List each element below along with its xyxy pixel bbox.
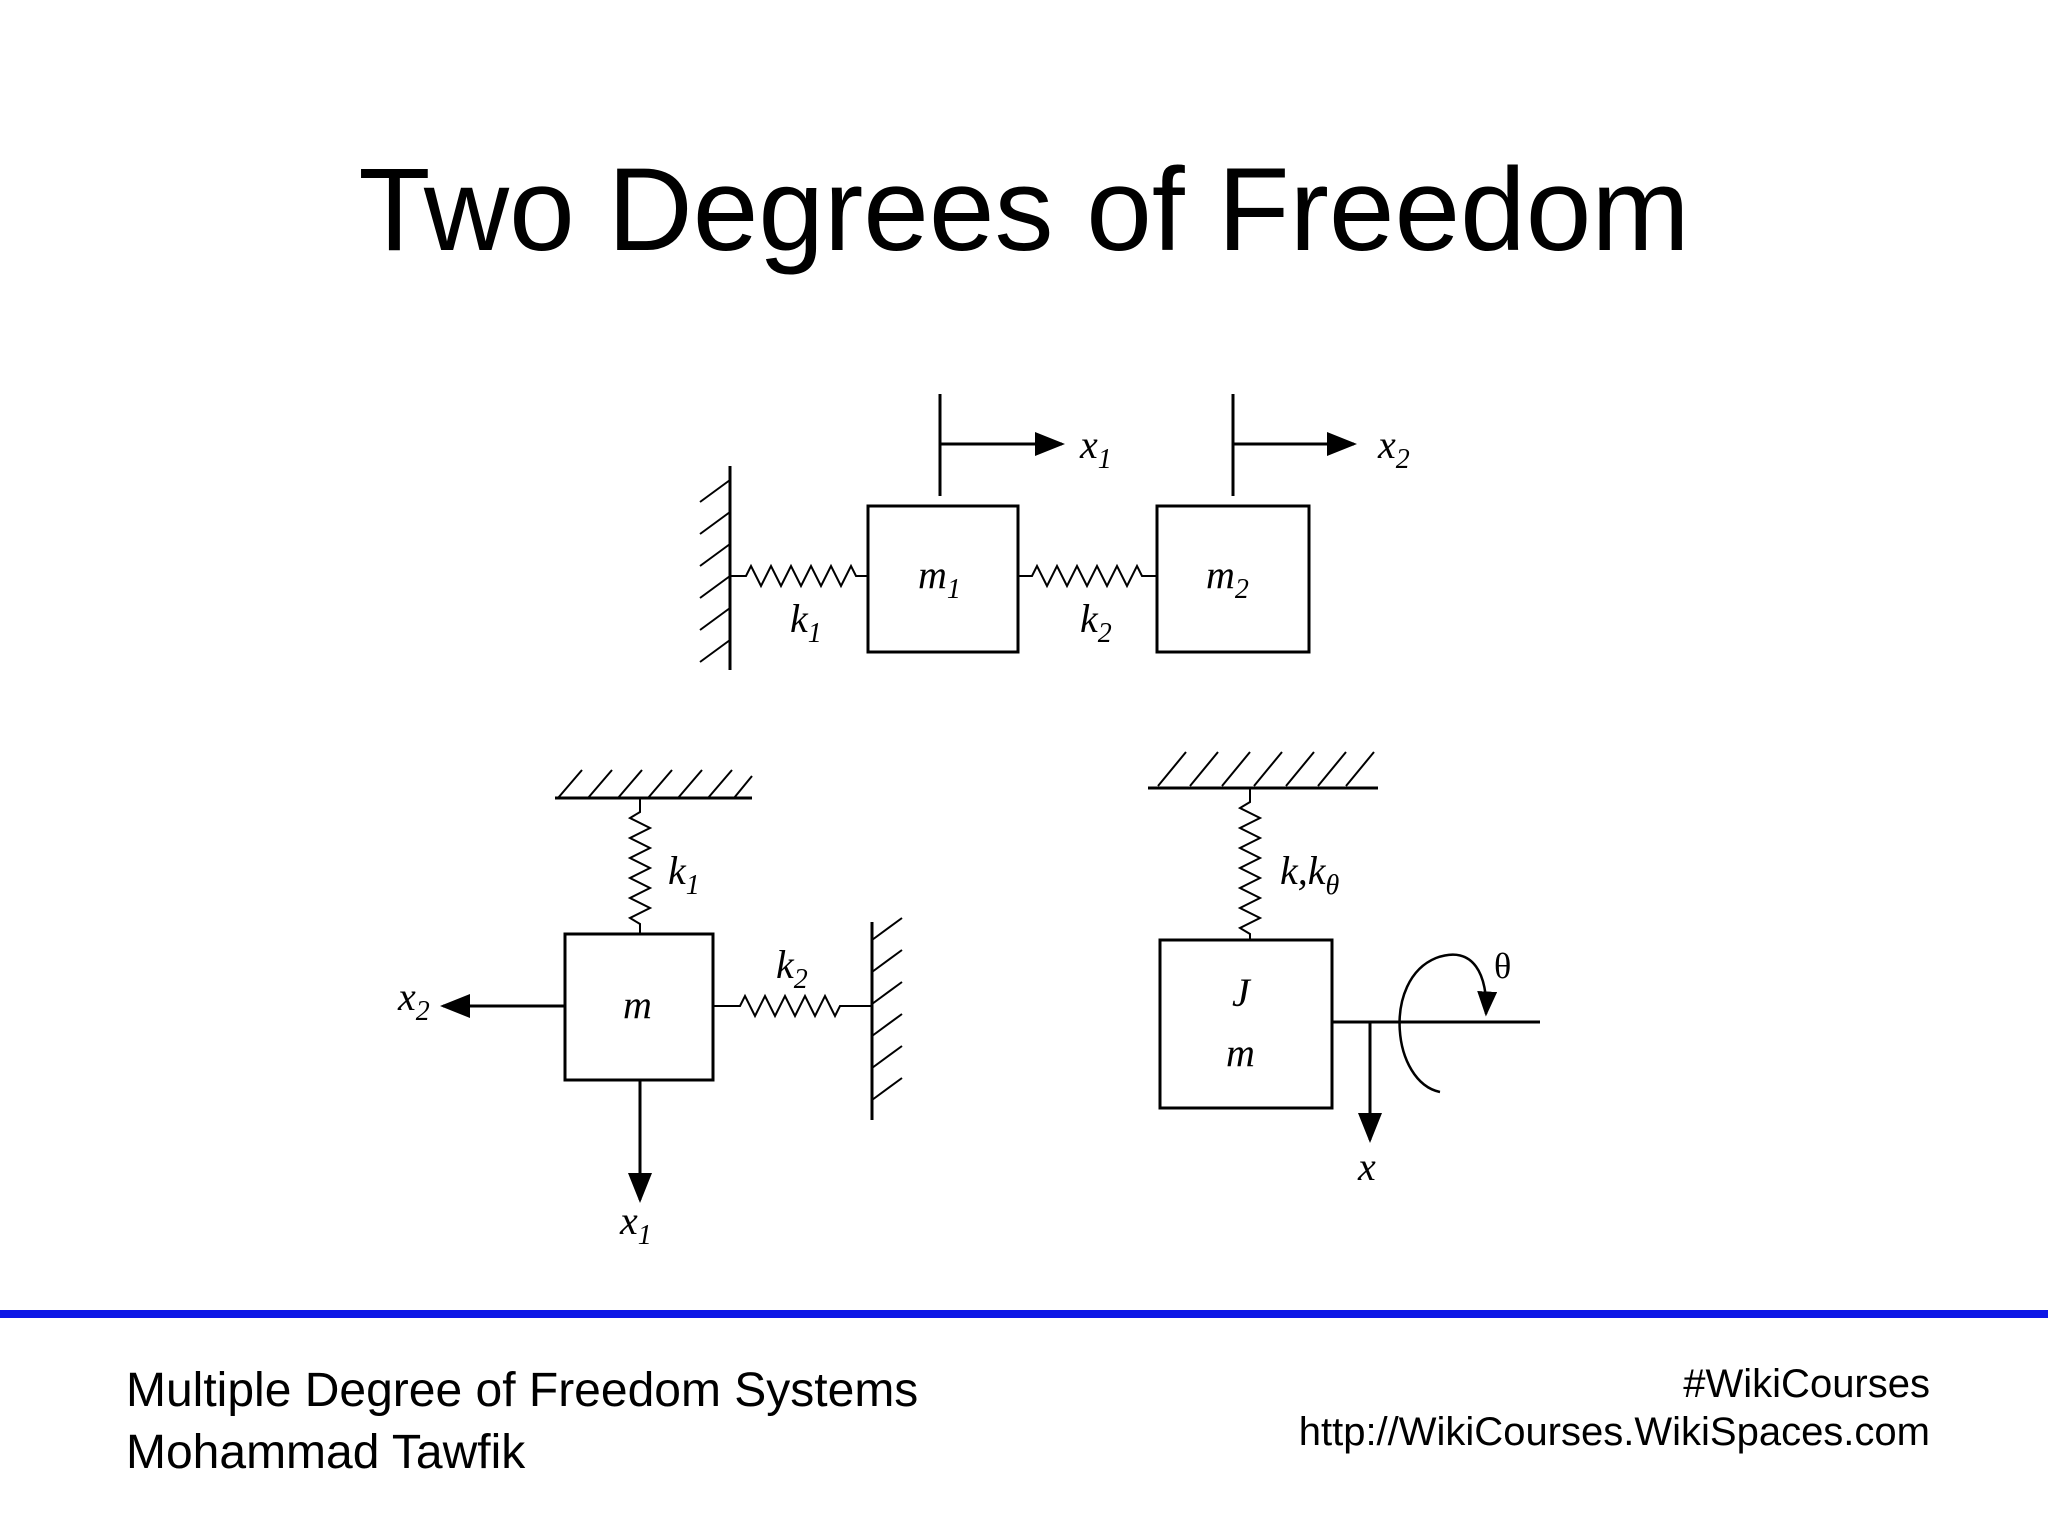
left-x1-label: x1	[619, 1198, 652, 1251]
bottom-right-system	[1148, 751, 1540, 1143]
slide-title: Two Degrees of Freedom	[358, 144, 1690, 276]
left-k2-label: k2	[776, 942, 808, 995]
right-theta-label: θ	[1494, 946, 1511, 986]
top-spring-k1	[730, 563, 868, 589]
right-J-label: J	[1232, 970, 1252, 1015]
footer-author: Mohammad Tawfik	[126, 1426, 526, 1479]
right-k-label: k,kθ	[1280, 848, 1340, 901]
right-x-label: x	[1357, 1144, 1376, 1189]
top-k1-label: k1	[790, 596, 822, 649]
top-wall-hatch	[699, 479, 731, 663]
left-ceiling-hatch	[557, 769, 753, 799]
top-x2-label: x2	[1377, 422, 1410, 475]
footer-url: http://WikiCourses.WikiSpaces.com	[1298, 1410, 1930, 1454]
footer-divider	[0, 1310, 2048, 1318]
left-spring-k1	[627, 798, 653, 934]
footer-course-title: Multiple Degree of Freedom Systems	[126, 1364, 919, 1417]
bottom-left-system	[440, 769, 903, 1203]
right-m-label: m	[1226, 1030, 1255, 1075]
mass-m1-box	[866, 504, 1020, 654]
left-k1-label: k1	[668, 848, 700, 901]
top-x1-label: x1	[1079, 422, 1112, 475]
mass-m2-box	[1155, 504, 1311, 654]
left-spring-k2	[713, 993, 872, 1019]
top-m2-label: m2	[1206, 552, 1249, 605]
footer-hashtag: #WikiCourses	[1683, 1362, 1930, 1406]
top-m1-label: m1	[918, 552, 961, 605]
theta-rotation-arrow	[1398, 953, 1498, 1094]
left-x2-label: x2	[397, 974, 430, 1027]
right-spring-k	[1237, 788, 1263, 940]
rigid-body-box	[1158, 938, 1334, 1110]
footer-left: Multiple Degree of Freedom Systems Moham…	[126, 1360, 918, 1484]
top-spring-k2	[1018, 563, 1157, 589]
top-k2-label: k2	[1080, 596, 1112, 649]
top-two-mass-system	[699, 394, 1357, 670]
left-m-label: m	[623, 982, 652, 1027]
right-ceiling-hatch	[1157, 751, 1375, 787]
footer-right: #WikiCourses http://WikiCourses.WikiSpac…	[1299, 1360, 1930, 1456]
left-wall-hatch	[871, 917, 903, 1101]
